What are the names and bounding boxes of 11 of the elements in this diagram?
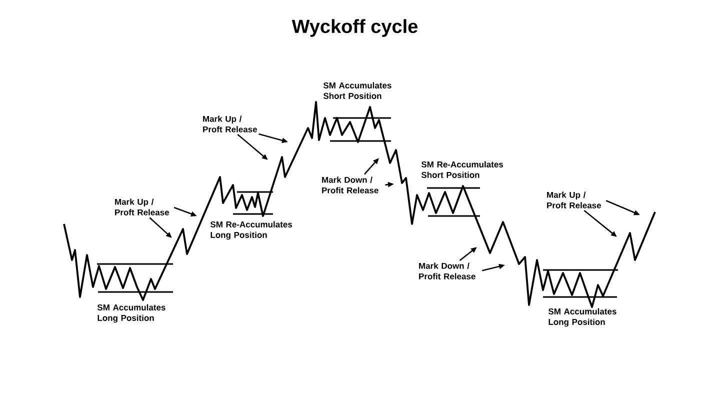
callout-label: Mark Down / Profit Release <box>322 176 378 194</box>
range-label: SM Accumulates Long Position <box>97 304 166 323</box>
callout-label: Mark Down / Profit Release <box>419 262 476 280</box>
callout-label: Mark Up / Proft Release <box>203 116 257 132</box>
range-label: SM Re-Accumulates Long Position <box>210 221 292 240</box>
callout-label: Mark Up / Proft Release <box>115 198 169 216</box>
callout-label: Mark Up / Proft Release <box>547 192 601 208</box>
range-label: SM Accumulates Long Position <box>548 308 616 327</box>
range-label: SM Accumulates Short Position <box>323 82 392 99</box>
title: Wyckoff cycle <box>292 19 418 37</box>
range-label: SM Re-Accumulates Short Position <box>421 161 504 178</box>
